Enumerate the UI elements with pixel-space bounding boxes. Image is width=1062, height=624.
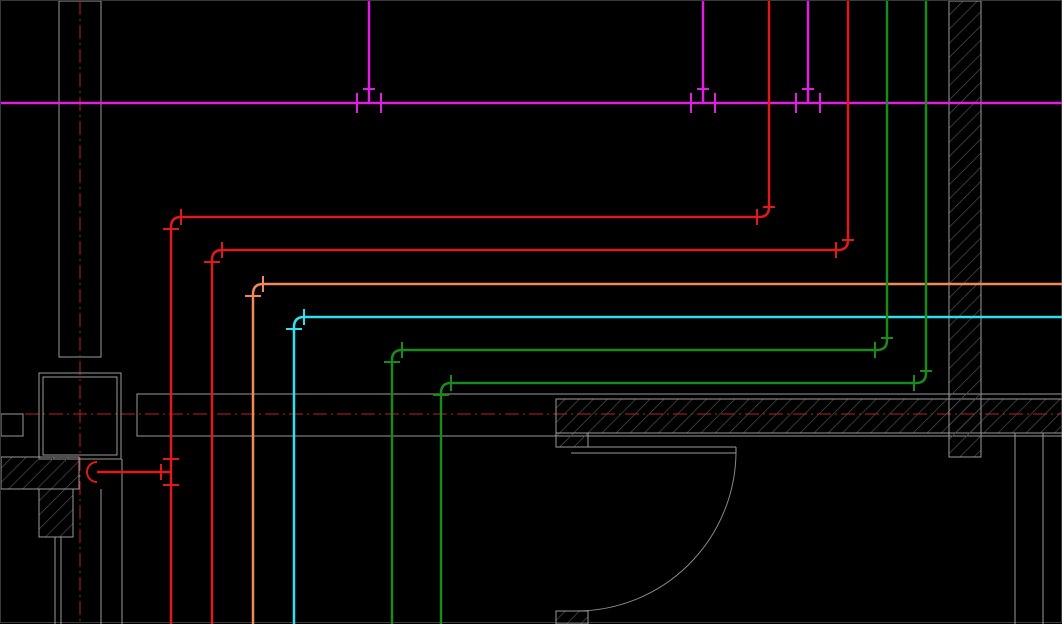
pipe-tee-icon: [356, 88, 821, 113]
pipe-cap-icon: [86, 461, 98, 483]
hatched-wall-right: [555, 398, 1062, 434]
hatched-column-right: [948, 1, 982, 458]
pipe-elbow-icon: [384, 337, 893, 363]
column-box: [38, 372, 122, 460]
beam-stub-left: [1, 413, 24, 437]
pipe-red-2[interactable]: [204, 1, 854, 624]
pipe-elbow-icon: [163, 206, 775, 486]
hatched-post: [38, 488, 74, 538]
pipe-magenta[interactable]: [1, 1, 1062, 113]
pipe-green-2[interactable]: [433, 1, 932, 624]
hatched-wall-left: [1, 456, 80, 490]
pipe-cyan[interactable]: [286, 309, 1062, 624]
horizontal-beam: [136, 393, 1062, 437]
pipe-elbow-icon: [245, 276, 264, 297]
pipe-elbow-icon: [204, 239, 854, 263]
pipe-orange[interactable]: [245, 276, 1062, 624]
pipe-red-branch[interactable]: [86, 461, 171, 483]
pipe-elbow-icon: [286, 309, 305, 330]
pipe-red-1[interactable]: [163, 1, 775, 624]
pipe-elbow-icon: [433, 370, 932, 396]
door-swing-arc: [575, 452, 737, 612]
pipe-green-1[interactable]: [384, 1, 893, 624]
